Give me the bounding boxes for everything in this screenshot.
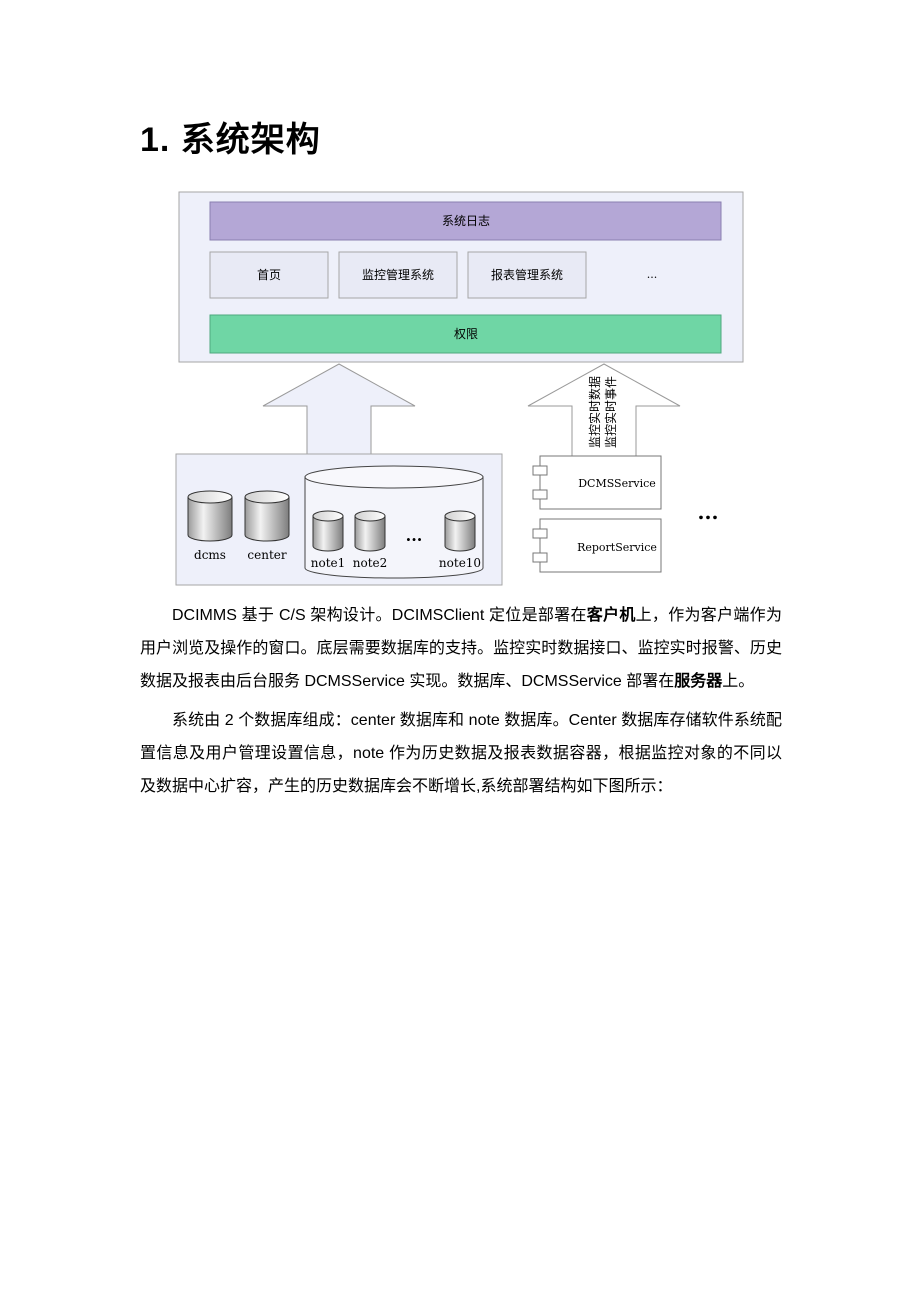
reportservice-component: ReportService [532, 518, 662, 573]
bold-server: 服务器 [674, 673, 723, 690]
center-database-icon [244, 490, 290, 542]
bold-client-machine: 客户机 [586, 607, 636, 624]
system-log-label: 系统日志 [442, 214, 490, 228]
center-label: center [247, 548, 286, 562]
note10-label: note10 [439, 556, 481, 570]
architecture-diagram: 系统日志 首页 监控管理系统 报表管理系统 ... 权限 监控实时数据 监控实时… [175, 191, 744, 586]
database-up-arrow [262, 363, 416, 457]
note2-database-icon [354, 510, 386, 552]
note10-database-icon [444, 510, 476, 552]
realtime-data-label: 监控实时数据 [587, 376, 602, 448]
reportservice-label: ReportService [577, 541, 657, 554]
dcmsservice-component: DCMSService [532, 455, 662, 510]
note2-label: note2 [353, 556, 388, 570]
note-group-container [304, 465, 484, 579]
svg-text:报表管理系统: 报表管理系统 [491, 267, 563, 282]
module-monitoring: 监控管理系统 [338, 251, 458, 299]
system-log-bar: 系统日志 [209, 201, 722, 241]
note-ellipsis: ... [406, 526, 423, 545]
permission-label: 权限 [454, 327, 478, 341]
svg-text:监控管理系统: 监控管理系统 [362, 267, 434, 282]
svg-text:首页: 首页 [257, 268, 281, 282]
dcmsservice-label: DCMSService [578, 477, 656, 490]
paragraph-databases: 系统由 2 个数据库组成：center 数据库和 note 数据库。Center… [140, 712, 782, 795]
note1-database-icon [312, 510, 344, 552]
note1-label: note1 [311, 556, 346, 570]
module-ellipsis: ... [647, 268, 658, 281]
dcms-label: dcms [194, 548, 226, 562]
dcms-database-icon [187, 490, 233, 542]
module-reports: 报表管理系统 [467, 251, 587, 299]
module-home: 首页 [209, 251, 329, 299]
services-ellipsis: ... [698, 500, 719, 524]
paragraph-architecture: DCIMMS 基于 C/S 架构设计。DCIMSClient 定位是部署在客户机… [140, 607, 782, 690]
realtime-events-label: 监控实时事件 [603, 376, 618, 448]
section-heading: 1. 系统架构 [140, 121, 321, 159]
permission-bar: 权限 [209, 314, 722, 354]
